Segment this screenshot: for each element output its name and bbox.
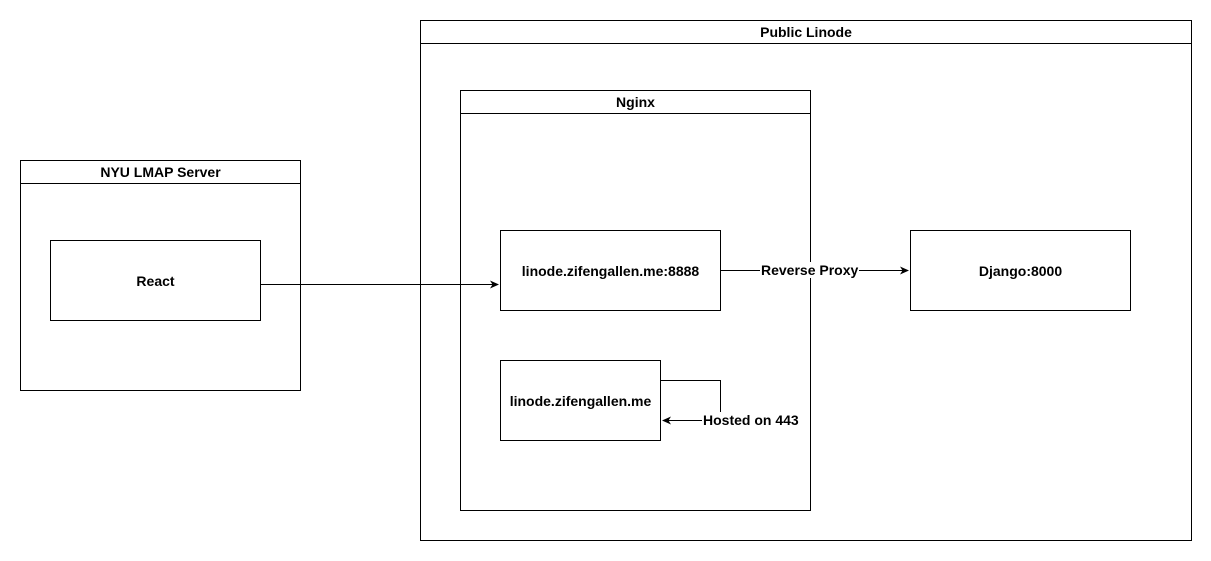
- nyu-lmap-server-title: NYU LMAP Server: [21, 161, 300, 184]
- hosted-on-443-label: Hosted on 443: [702, 412, 800, 428]
- linode-443-node: linode.zifengallen.me: [500, 360, 661, 441]
- nginx-title: Nginx: [461, 91, 810, 114]
- public-linode-title: Public Linode: [421, 21, 1191, 44]
- django-node: Django:8000: [910, 230, 1131, 311]
- reverse-proxy-label: Reverse Proxy: [760, 262, 860, 278]
- hosted-on-443-loop-edge: [661, 380, 721, 425]
- react-node: React: [50, 240, 261, 321]
- linode-8888-node: linode.zifengallen.me:8888: [500, 230, 721, 311]
